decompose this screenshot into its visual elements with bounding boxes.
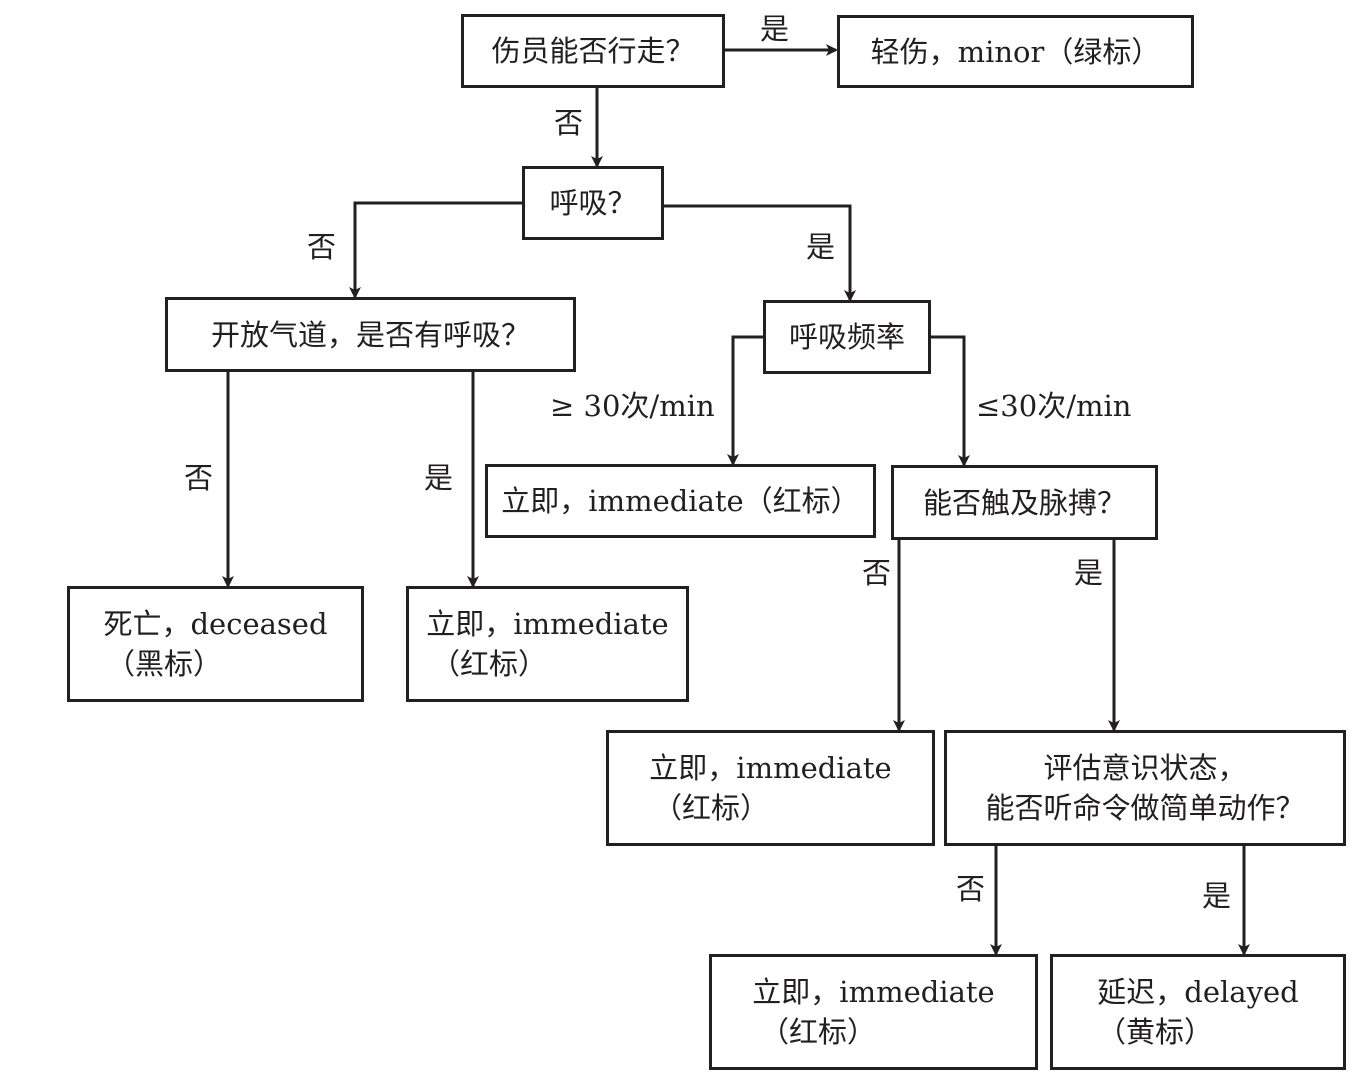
node-mental-status-line2: 能否听命令做简单动作？ bbox=[985, 791, 1305, 825]
node-deceased: 死亡，deceased （黑标） bbox=[67, 586, 364, 702]
node-can-walk: 伤员能否行走？ bbox=[461, 14, 725, 88]
edge-label-airway-yes: 是 bbox=[424, 461, 454, 495]
node-immediate-pulse-line1: 立即，immediate bbox=[649, 751, 892, 785]
node-mental-status: 评估意识状态， 能否听命令做简单动作？ bbox=[944, 730, 1346, 846]
edge-rate-to-pulse bbox=[929, 335, 970, 467]
node-immediate-pulse: 立即，immediate （红标） bbox=[606, 730, 935, 846]
edge-label-breath-yes: 是 bbox=[806, 230, 836, 264]
edge-label-mental-yes: 是 bbox=[1202, 879, 1232, 913]
node-immediate-rate-text: 立即，immediate（红标） bbox=[501, 484, 860, 518]
edge-label-breath-no: 否 bbox=[307, 230, 337, 264]
edge-breathing-to-airway bbox=[349, 201, 524, 299]
node-immediate-mental-line2: （红标） bbox=[760, 1015, 877, 1049]
node-immediate-mental: 立即，immediate （红标） bbox=[709, 954, 1038, 1070]
node-minor-text: 轻伤，minor（绿标） bbox=[870, 34, 1161, 69]
node-delayed: 延迟，delayed （黄标） bbox=[1050, 954, 1346, 1070]
edge-label-rate-low: ≤30次/min bbox=[976, 389, 1132, 423]
node-pulse: 能否触及脉搏？ bbox=[891, 465, 1158, 540]
node-breathing-text: 呼吸？ bbox=[549, 186, 637, 220]
node-immediate-airway-line1: 立即，immediate bbox=[426, 607, 669, 641]
node-deceased-line2: （黑标） bbox=[106, 647, 223, 681]
node-mental-status-line1: 评估意识状态， bbox=[1043, 751, 1247, 785]
node-delayed-line1: 延迟，delayed bbox=[1097, 975, 1299, 1009]
node-respiratory-rate: 呼吸频率 bbox=[763, 300, 931, 374]
node-delayed-line2: （黄标） bbox=[1097, 1015, 1214, 1049]
node-immediate-rate: 立即，immediate（红标） bbox=[485, 464, 876, 538]
edge-label-pulse-no: 否 bbox=[862, 556, 892, 590]
edge-label-mental-no: 否 bbox=[956, 872, 986, 906]
edge-breathing-to-rate bbox=[662, 204, 856, 302]
edge-label-walk-no: 否 bbox=[554, 106, 584, 140]
node-deceased-line1: 死亡，deceased bbox=[103, 607, 328, 641]
node-immediate-mental-line1: 立即，immediate bbox=[752, 975, 995, 1009]
node-pulse-text: 能否触及脉搏？ bbox=[922, 485, 1126, 520]
edge-label-pulse-yes: 是 bbox=[1074, 556, 1104, 590]
node-minor: 轻伤，minor（绿标） bbox=[837, 15, 1194, 88]
node-immediate-airway-line2: （红标） bbox=[431, 647, 548, 681]
node-open-airway-text: 开放气道，是否有呼吸？ bbox=[210, 317, 530, 352]
edge-label-walk-yes: 是 bbox=[760, 12, 790, 46]
node-breathing: 呼吸？ bbox=[522, 166, 664, 240]
edge-label-airway-no: 否 bbox=[184, 461, 214, 495]
node-respiratory-rate-text: 呼吸频率 bbox=[788, 320, 905, 354]
edge-label-rate-high: ≥ 30次/min bbox=[550, 389, 715, 423]
node-immediate-pulse-line2: （红标） bbox=[653, 791, 770, 825]
node-can-walk-text: 伤员能否行走？ bbox=[491, 34, 695, 68]
edge-rate-to-immediate bbox=[727, 335, 765, 466]
node-immediate-airway: 立即，immediate （红标） bbox=[406, 586, 689, 702]
node-open-airway: 开放气道，是否有呼吸？ bbox=[165, 297, 576, 372]
